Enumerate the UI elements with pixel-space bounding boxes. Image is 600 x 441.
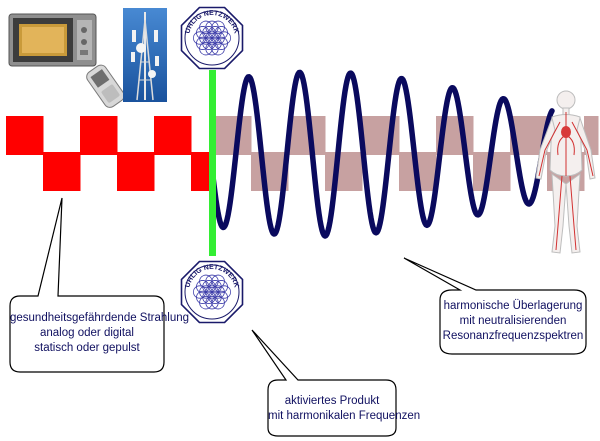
- cell-tower-icon: [123, 8, 167, 102]
- square-wave-segment: [80, 116, 118, 155]
- callout-bubble-product: [251, 329, 397, 437]
- callout-product-line-1: aktiviertes Produkt: [284, 395, 380, 407]
- seal-ring: [184, 10, 240, 66]
- product-seal-top: UHLIG NETZWERK: [180, 6, 244, 70]
- microwave-icon: [8, 13, 97, 67]
- callout-bubble-harmonic: [403, 257, 587, 355]
- harmonic-wave: [209, 69, 555, 239]
- callout-product-line-2: mit harmonikalen Frequenzen: [268, 410, 421, 422]
- square-wave-segment: [117, 152, 155, 191]
- square-wave-segment: [43, 152, 81, 191]
- seal-ring: [184, 264, 240, 320]
- callout-harmonic-line-3: Resonanzfrequenzspektren: [442, 330, 584, 342]
- square-wave-segment: [191, 152, 215, 191]
- callout-harmonic-line-1: harmonische Überlagerung: [443, 300, 583, 312]
- callout-harmonic-line-2: mit neutralisierenden: [459, 315, 567, 327]
- product-frequency-beam: [209, 70, 216, 256]
- callout-bubble-radiation: [9, 197, 165, 373]
- callout-radiation-line-1: gesundheitsgefährdende Strahlung: [10, 312, 190, 324]
- square-wave-segment: [325, 152, 363, 191]
- human-anatomy-icon: [535, 90, 596, 254]
- flower-of-life-icon: [193, 20, 231, 56]
- mobile-phone-icon: [86, 64, 125, 108]
- emf-square-wave: [6, 116, 215, 191]
- callout-radiation-line-2: analog oder digital: [40, 327, 134, 339]
- flower-of-life-icon: [193, 274, 231, 310]
- callout-radiation-line-3: statisch oder gepulst: [34, 342, 140, 354]
- callout-harmonic-text: harmonische Überlagerung mit neutralisie…: [440, 299, 586, 344]
- square-wave-segment: [154, 116, 192, 155]
- callout-radiation-text: gesundheitsgefährdende Strahlung analog …: [10, 311, 190, 356]
- square-wave-segment: [214, 116, 252, 155]
- callout-product-text: aktiviertes Produkt mit harmonikalen Fre…: [268, 394, 421, 424]
- square-wave-segment: [6, 116, 44, 155]
- product-seal-bottom: UHLIG NETZWERK: [180, 260, 244, 324]
